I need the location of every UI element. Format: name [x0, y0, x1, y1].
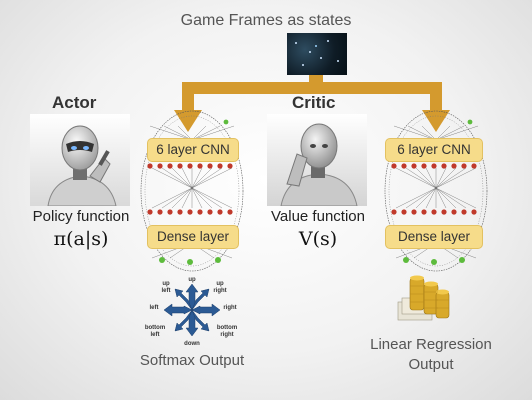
actor-output-label: Softmax Output [139, 352, 245, 369]
direction-left-label: left [149, 305, 159, 311]
critic-down-connector [430, 82, 442, 112]
actor-function-label: Policy function [32, 208, 130, 225]
actor-robot-image [30, 114, 130, 206]
critic-robot-image [267, 114, 367, 206]
direction-down-label: down [184, 341, 200, 347]
direction-up-right-label: up right [213, 281, 227, 294]
horizontal-connector [182, 82, 442, 94]
critic-dense-label: Dense layer [385, 225, 483, 249]
actor-down-connector [182, 82, 194, 112]
actor-policy-formula: π(a|s) [53, 228, 109, 250]
direction-up-left-label: up left [161, 281, 171, 294]
critic-output-label-line2: Output [408, 356, 454, 373]
actor-arrowhead [174, 110, 202, 132]
direction-compass-icon [163, 283, 221, 337]
actor-network [140, 110, 244, 272]
direction-up-label: up [188, 277, 196, 283]
diagram-title: Game Frames as states [180, 12, 352, 29]
critic-value-formula: V(s) [298, 228, 338, 250]
critic-cnn-label: 6 layer CNN [385, 138, 483, 162]
critic-heading: Critic [292, 93, 336, 112]
direction-bottom-right-label: bottom right [216, 325, 238, 338]
critic-arrowhead [422, 110, 450, 132]
critic-function-label: Value function [271, 208, 365, 225]
critic-network [384, 110, 488, 272]
actor-heading: Actor [52, 93, 97, 112]
actor-dense-label: Dense layer [147, 225, 239, 249]
direction-right-label: right [223, 305, 237, 311]
actor-cnn-label: 6 layer CNN [147, 138, 239, 162]
direction-bottom-left-label: bottom left [144, 325, 166, 338]
game-frame-image [287, 33, 347, 75]
critic-output-label-line1: Linear Regression [370, 336, 492, 353]
coin-stack-image [397, 275, 450, 321]
